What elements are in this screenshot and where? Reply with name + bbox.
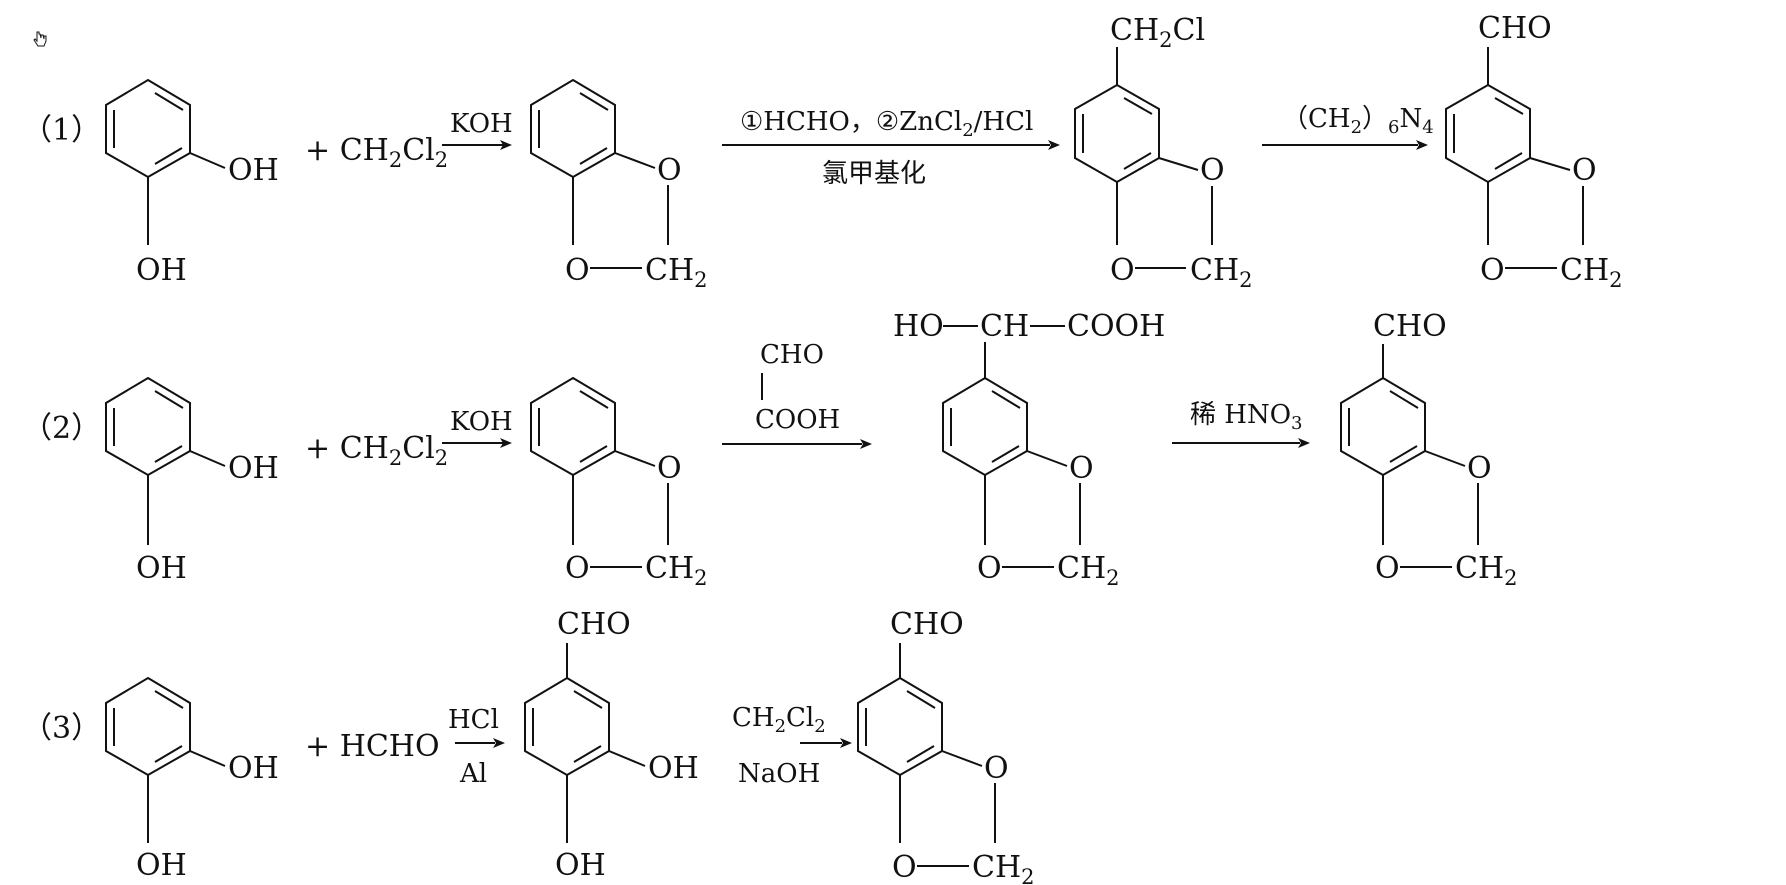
svg-text:CH2: CH2 bbox=[1057, 551, 1120, 590]
svg-text:O: O bbox=[1572, 153, 1597, 188]
svg-text:CH: CH bbox=[980, 309, 1029, 344]
svg-text:KOH: KOH bbox=[450, 407, 513, 437]
svg-text:CH2: CH2 bbox=[972, 850, 1035, 885]
reaction-2-product-3: CHO O O CH2 bbox=[1340, 309, 1518, 590]
reaction-2-arrow-3: 稀 HNO3 bbox=[1172, 400, 1310, 448]
svg-text:O: O bbox=[657, 153, 682, 188]
svg-text:CHO: CHO bbox=[760, 340, 824, 370]
svg-text:OH: OH bbox=[228, 451, 279, 486]
reaction-1-number: （1） bbox=[22, 113, 101, 148]
svg-text:CHO: CHO bbox=[557, 607, 631, 642]
svg-text:OH: OH bbox=[136, 848, 187, 883]
reaction-2-reagent: + CH2Cl2 bbox=[305, 431, 448, 470]
reaction-1-arrow-2: ①HCHO，②ZnCl2/HCl 氯甲基化 bbox=[722, 107, 1060, 189]
reaction-1-product-3: CHO O O CH2 bbox=[1445, 11, 1623, 292]
reaction-1-product-1: O O CH2 bbox=[530, 78, 708, 292]
reaction-2-number: （2） bbox=[22, 411, 101, 446]
svg-text:OH: OH bbox=[228, 751, 279, 786]
svg-text:Al: Al bbox=[459, 759, 487, 789]
svg-text:+ HCHO: + HCHO bbox=[305, 729, 440, 764]
reaction-3-reagent: + HCHO bbox=[305, 729, 440, 764]
svg-text:OH: OH bbox=[136, 551, 187, 586]
reaction-3-arrow-1: HCl Al bbox=[448, 705, 505, 789]
svg-text:COOH: COOH bbox=[1067, 309, 1165, 344]
svg-text:CH2: CH2 bbox=[1190, 253, 1253, 292]
svg-text:KOH: KOH bbox=[450, 109, 513, 139]
svg-text:CH2: CH2 bbox=[1560, 253, 1623, 292]
svg-text:NaOH: NaOH bbox=[738, 759, 820, 789]
svg-text:CH2Cl2: CH2Cl2 bbox=[732, 703, 826, 737]
svg-text:O: O bbox=[1110, 253, 1135, 288]
svg-text:+ CH2Cl2: + CH2Cl2 bbox=[305, 431, 448, 470]
svg-text:CHO: CHO bbox=[1373, 309, 1447, 344]
svg-text:O: O bbox=[1069, 451, 1094, 486]
reaction-1-arrow-3: （CH2）6N4 bbox=[1262, 104, 1434, 150]
svg-text:①HCHO，②ZnCl2/HCl: ①HCHO，②ZnCl2/HCl bbox=[740, 107, 1033, 141]
reaction-1-reactant: OH OH bbox=[105, 78, 279, 288]
svg-text:CH2: CH2 bbox=[645, 253, 708, 292]
svg-text:O: O bbox=[892, 850, 917, 885]
reaction-3-product-2: CHO O O CH2 bbox=[857, 607, 1035, 885]
svg-text:OH: OH bbox=[648, 751, 699, 786]
reaction-2-arrow-1: KOH bbox=[442, 407, 513, 448]
reaction-1-arrow-1: KOH bbox=[442, 109, 513, 150]
reaction-3-number: （3） bbox=[22, 711, 101, 746]
svg-text:O: O bbox=[1375, 551, 1400, 586]
reaction-3-arrow-2: CH2Cl2 NaOH bbox=[732, 703, 852, 789]
reaction-1-product-2: CH2Cl O O CH2 bbox=[1074, 13, 1253, 292]
reaction-3-product-1: CHO OH OH bbox=[524, 607, 699, 883]
svg-text:O: O bbox=[977, 551, 1002, 586]
svg-text:HCl: HCl bbox=[448, 705, 499, 735]
svg-text:OH: OH bbox=[555, 848, 606, 883]
svg-text:HO: HO bbox=[893, 309, 944, 344]
svg-text:CHO: CHO bbox=[1478, 11, 1552, 46]
svg-text:O: O bbox=[984, 751, 1009, 786]
svg-text:O: O bbox=[1200, 153, 1225, 188]
svg-text:稀 HNO3: 稀 HNO3 bbox=[1190, 400, 1302, 434]
reaction-2-arrow-2: CHO COOH bbox=[722, 340, 872, 449]
reaction-2-reactant: OH OH bbox=[105, 376, 279, 586]
svg-text:+ CH2Cl2: + CH2Cl2 bbox=[305, 133, 448, 172]
svg-text:COOH: COOH bbox=[755, 405, 840, 435]
svg-text:O: O bbox=[565, 253, 590, 288]
svg-text:O: O bbox=[1480, 253, 1505, 288]
svg-text:O: O bbox=[657, 451, 682, 486]
svg-text:CHO: CHO bbox=[890, 607, 964, 642]
svg-text:O: O bbox=[1467, 451, 1492, 486]
reaction-1-reagent: + CH2Cl2 bbox=[305, 133, 448, 172]
svg-text:CH2: CH2 bbox=[1455, 551, 1518, 590]
svg-text:（CH2）6N4: （CH2）6N4 bbox=[1282, 104, 1434, 138]
hand-pointer-icon bbox=[33, 31, 47, 47]
reaction-2-product-2: HO CH COOH O O CH2 bbox=[893, 309, 1165, 590]
svg-text:O: O bbox=[565, 551, 590, 586]
reaction-2-product-1: O O CH2 bbox=[530, 376, 708, 590]
svg-text:CH2Cl: CH2Cl bbox=[1110, 13, 1205, 52]
svg-text:CH2: CH2 bbox=[645, 551, 708, 590]
reaction-1-reactant-oh-1: OH bbox=[228, 153, 279, 188]
reaction-3-reactant: OH OH bbox=[105, 676, 279, 883]
reaction-1-reactant-oh-2: OH bbox=[136, 253, 187, 288]
svg-text:氯甲基化: 氯甲基化 bbox=[822, 159, 926, 189]
